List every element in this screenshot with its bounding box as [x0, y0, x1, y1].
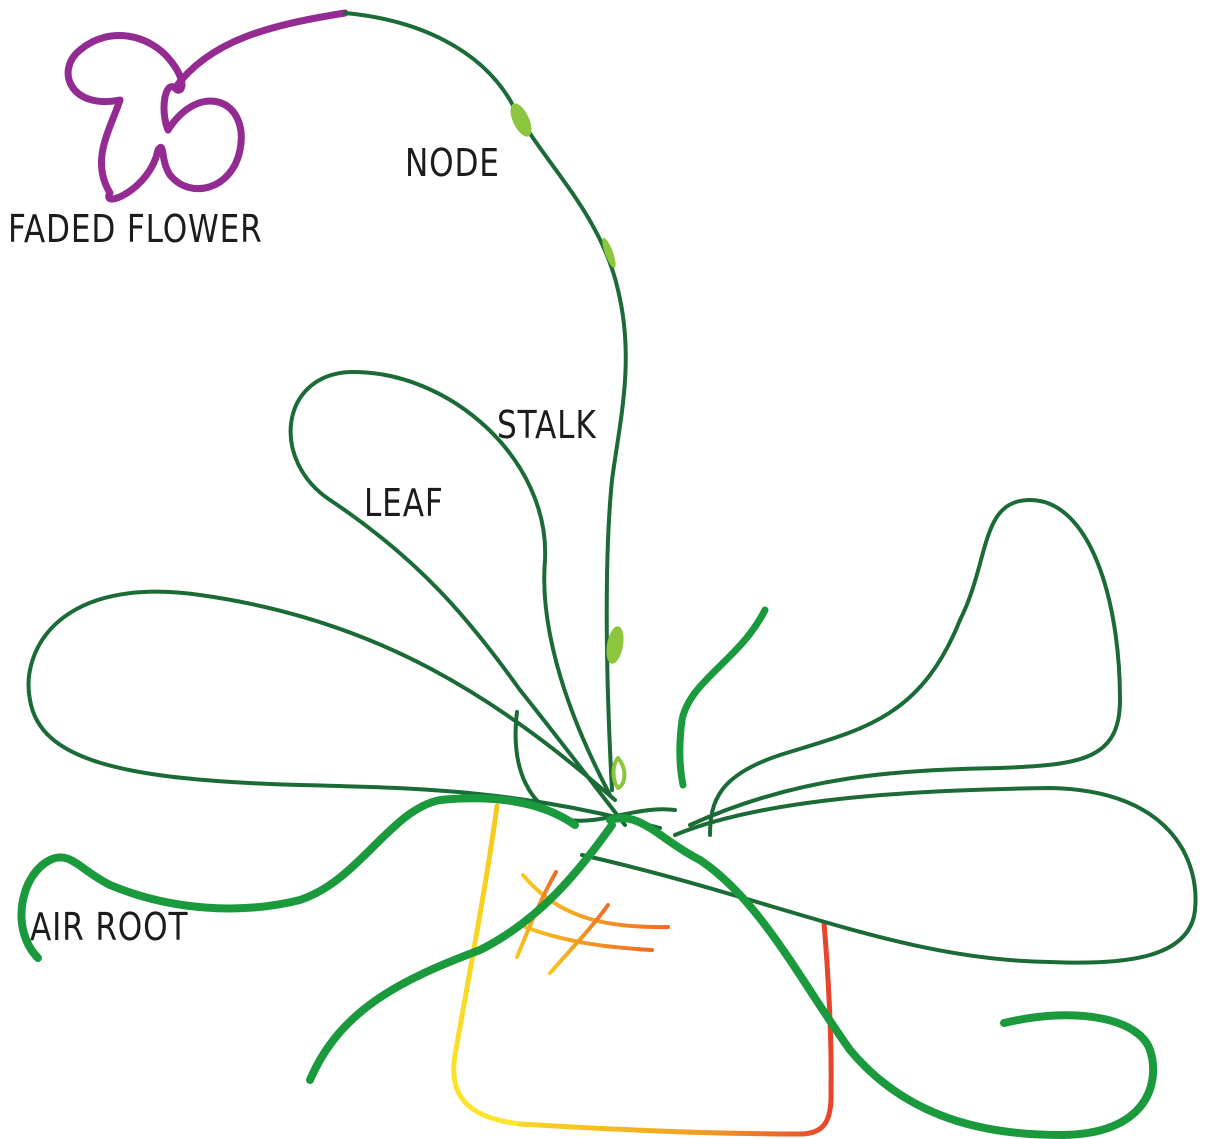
leaves: [26, 369, 1198, 965]
leaf-upper: [288, 369, 612, 797]
node-bud: [606, 626, 624, 664]
stalk: [343, 11, 628, 792]
faded-flower: [64, 9, 349, 203]
label-leaf: LEAF: [364, 481, 444, 525]
label-air-root: AIR ROOT: [30, 905, 189, 949]
root-strand: [521, 873, 670, 930]
pot-bottom: [517, 1087, 834, 1137]
leaf-upper-inner: [518, 688, 627, 827]
pot: [451, 803, 834, 1137]
air-root-left: [17, 794, 579, 962]
flower-stem-top: [171, 9, 349, 92]
label-stalk: STALK: [497, 403, 597, 447]
node-bud: [510, 103, 532, 137]
pot-left-side: [451, 803, 523, 1127]
node-bud: [611, 756, 627, 790]
nodes: [510, 103, 627, 790]
air-root-right: [606, 814, 1158, 1139]
root-strand: [548, 903, 610, 975]
leaf-left-large: [26, 589, 662, 830]
pot-right-side: [821, 920, 834, 1093]
leaf-right-large: [580, 786, 1198, 965]
node-bud: [602, 237, 616, 269]
root-strand: [518, 923, 654, 952]
label-faded-flower: FADED FLOWER: [8, 207, 263, 251]
label-node: NODE: [405, 141, 500, 185]
inner-roots: [515, 870, 670, 975]
air-root-bottom-left: [306, 821, 616, 1084]
leaf-bud-right: [676, 606, 769, 789]
leaf-right-upper: [688, 498, 1122, 837]
flower-petals: [64, 32, 245, 203]
air-roots: [17, 794, 1158, 1139]
